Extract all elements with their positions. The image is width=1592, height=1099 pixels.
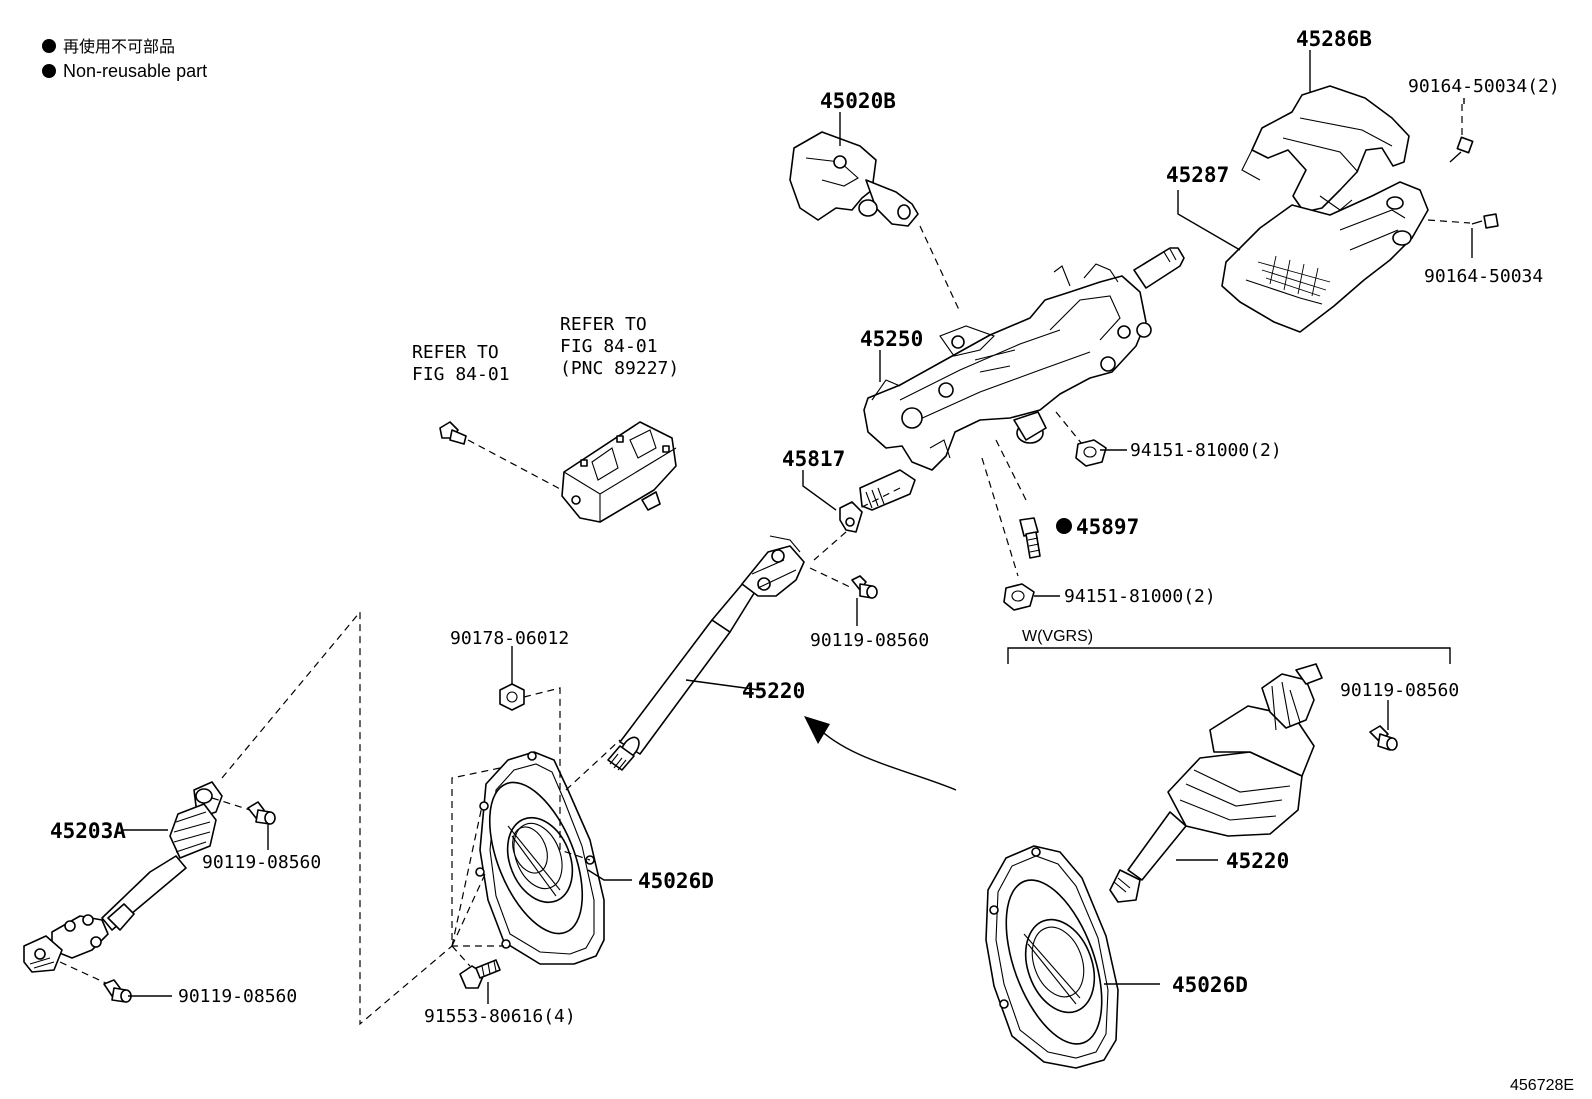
column-nut	[1075, 439, 1107, 467]
figure-id: 456728E	[1510, 1077, 1574, 1094]
legend-english: Non-reusable part	[63, 61, 207, 81]
legend: 再使用不可部品 Non-reusable part	[42, 37, 207, 81]
label-45286B: 45286B	[1296, 27, 1372, 51]
refer-note-line: FIG 84-01	[412, 364, 510, 385]
label-45220-upper: 45220	[742, 679, 805, 703]
label-90164-50034-2: 90164-50034(2)	[1408, 76, 1560, 97]
label-90119-08560-left-upper: 90119-08560	[202, 852, 321, 873]
cover-screw	[1449, 104, 1474, 163]
label-94151-81000-upper: 94151-81000(2)	[1130, 440, 1282, 461]
label-90119-08560-left-lower: 90119-08560	[178, 986, 297, 1007]
refer-note-line: REFER TO	[412, 342, 499, 363]
module-screw	[439, 421, 563, 491]
label-45817: 45817	[782, 447, 845, 471]
cover-bolt	[451, 945, 501, 989]
column-module-reference	[561, 421, 677, 523]
label-45020B: 45020B	[820, 89, 896, 113]
label-91553-80616: 91553-80616(4)	[424, 1006, 576, 1027]
label-90178-06012: 90178-06012	[450, 628, 569, 649]
label-90119-08560-right: 90119-08560	[1340, 680, 1459, 701]
joint-bolt	[103, 979, 132, 1003]
column-hole-cover	[475, 751, 605, 965]
vgrs-column-hole-cover	[985, 845, 1119, 1069]
label-45287: 45287	[1166, 163, 1229, 187]
vgrs-bolt	[1369, 725, 1398, 751]
label-vgrs-bracket: W(VGRS)	[1022, 628, 1093, 645]
lower-column-cover	[1221, 181, 1429, 333]
label-45026D-left: 45026D	[638, 869, 714, 893]
intermediate-shaft	[607, 535, 853, 771]
label-94151-81000-lower: 94151-81000(2)	[1064, 586, 1216, 607]
vgrs-bracket	[1007, 647, 1451, 664]
part-labels: 45286B 45287 90164-50034(2) 90164-50034 …	[50, 27, 1574, 1094]
legend-marker-icon	[42, 64, 56, 78]
legend-marker-icon	[42, 39, 56, 53]
vgrs-actuator-shaft	[1109, 663, 1323, 903]
column-plate	[813, 501, 863, 561]
refer-note-line: REFER TO	[560, 314, 647, 335]
shaft-bolt	[851, 575, 878, 599]
cover-screw	[1427, 213, 1499, 229]
label-45250: 45250	[860, 327, 923, 351]
label-45203A: 45203A	[50, 819, 126, 843]
non-reusable-marker-icon	[1056, 518, 1072, 534]
label-90164-50034: 90164-50034	[1424, 266, 1543, 287]
refer-note-line: (PNC 89227)	[560, 358, 679, 379]
label-45897: 45897	[1076, 515, 1139, 539]
refer-note-line: FIG 84-01	[560, 336, 658, 357]
cover-nut	[499, 683, 525, 711]
non-reusable-bolt	[1019, 517, 1041, 559]
label-45026D-vgrs: 45026D	[1172, 973, 1248, 997]
steering-column-assembly	[859, 247, 1185, 511]
column-nut	[1003, 583, 1035, 611]
curved-arrow-icon	[804, 716, 957, 791]
label-90119-08560-middle: 90119-08560	[810, 630, 929, 651]
legend-japanese: 再使用不可部品	[63, 37, 175, 56]
label-45220-vgrs: 45220	[1226, 849, 1289, 873]
leader-lines	[122, 50, 1473, 1004]
column-switch-bracket	[789, 131, 961, 313]
lower-universal-joint-shaft	[23, 781, 223, 973]
joint-bolt	[247, 801, 276, 825]
